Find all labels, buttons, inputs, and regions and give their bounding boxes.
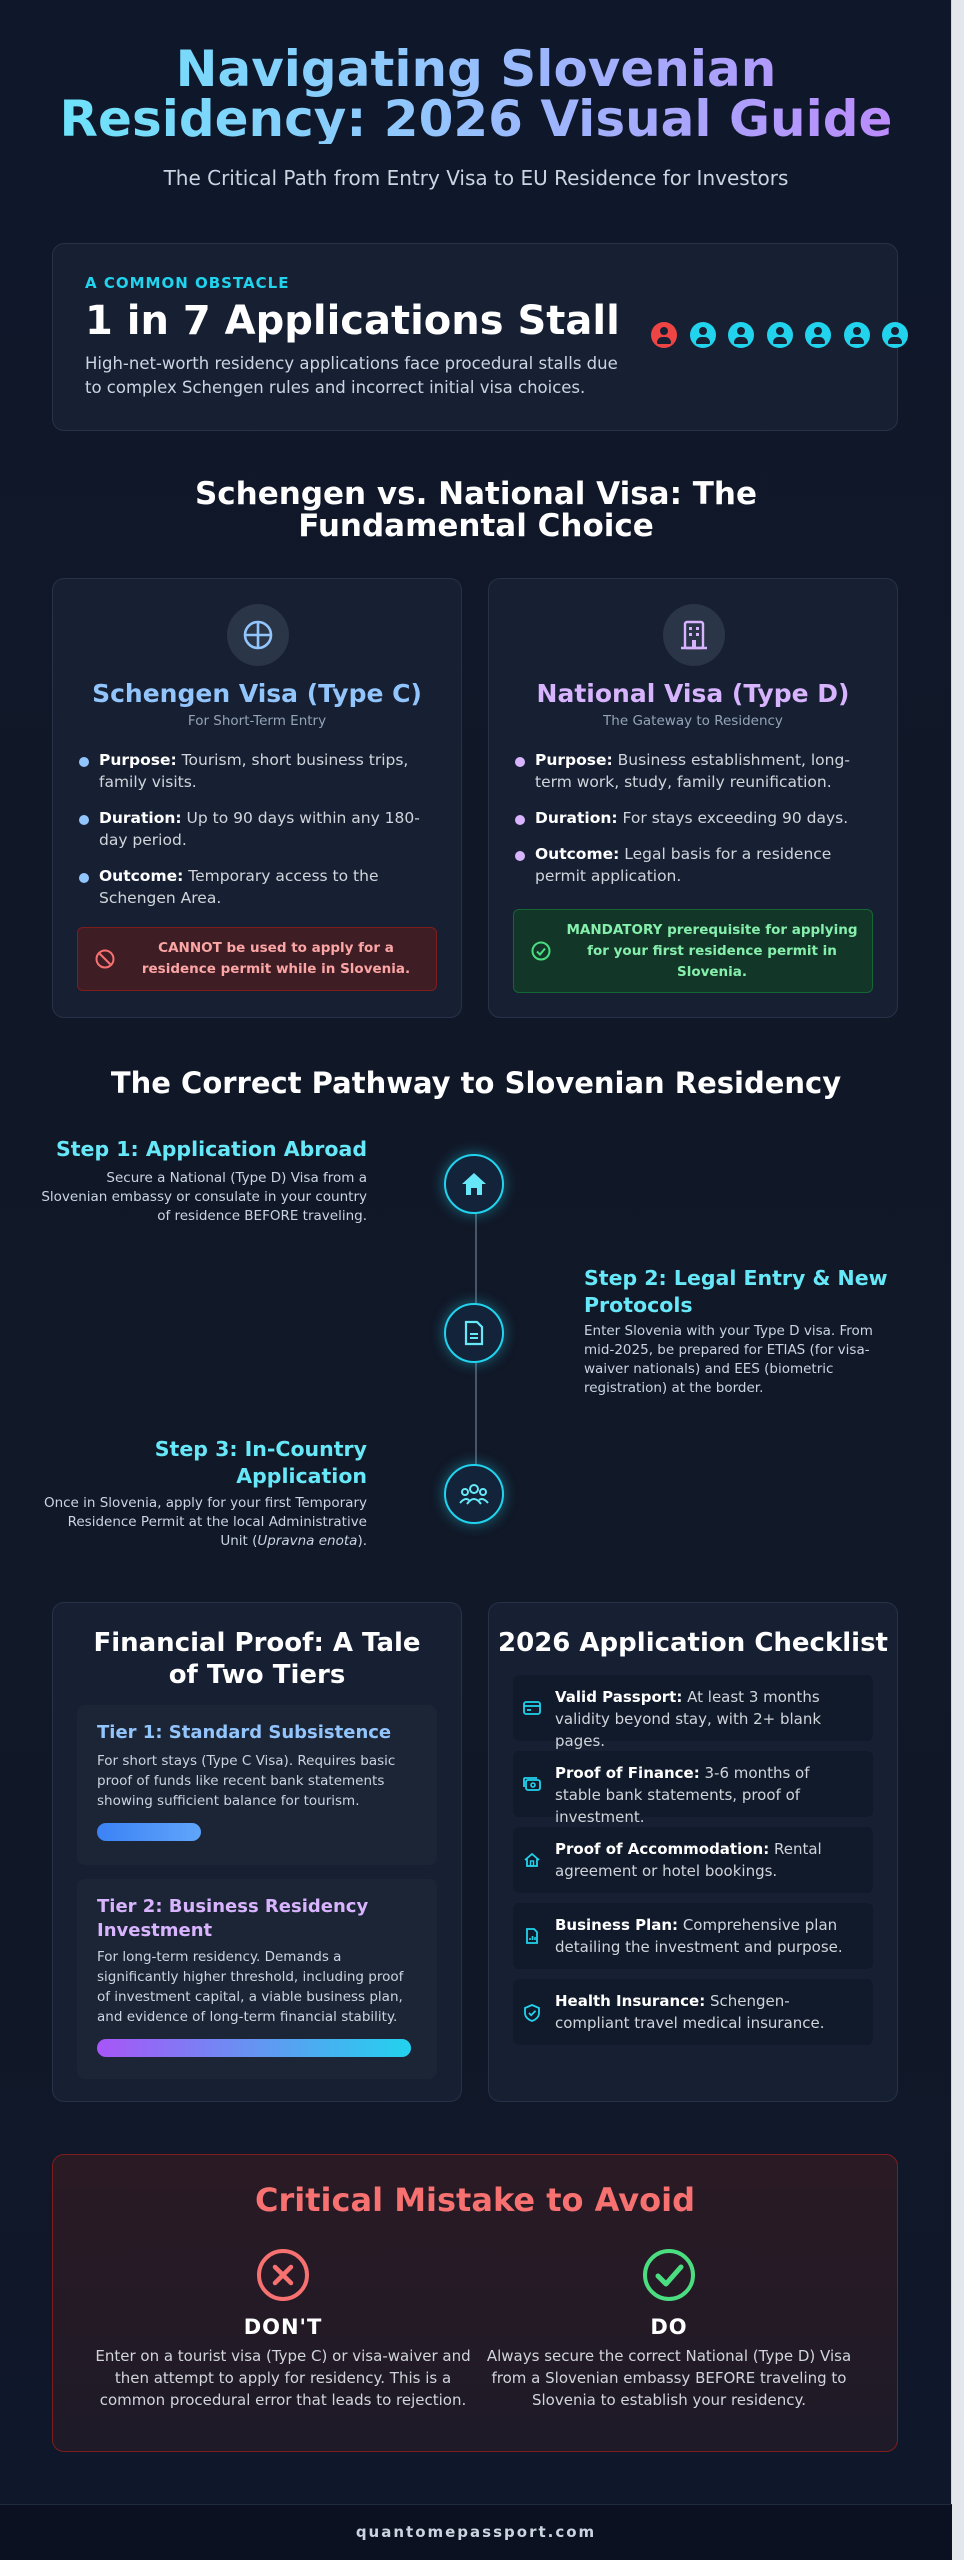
schengen-visa-card: Schengen Visa (Type C) For Short-Term En…	[52, 578, 462, 1018]
national-purpose: Purpose: Business establishment, long-te…	[515, 749, 871, 793]
finance-heading: Financial Proof: A Tale of Two Tiers	[93, 1628, 421, 1690]
checklist-text-accommodation: Proof of Accommodation: Rental agreement…	[555, 1840, 822, 1880]
critical-mistake-panel: Critical Mistake to Avoid DON'T Enter on…	[52, 2154, 898, 2452]
dont-column: DON'T Enter on a tourist visa (Type C) o…	[93, 2247, 473, 2411]
step-1-home-icon	[444, 1154, 504, 1214]
checklist-text-passport: Valid Passport: At least 3 months validi…	[555, 1688, 822, 1750]
pathway-heading: The Correct Pathway to Slovenian Residen…	[110, 1066, 842, 1100]
mistake-heading: Critical Mistake to Avoid	[255, 2181, 695, 2219]
footer: quantomepassport.com	[0, 2504, 952, 2560]
national-details: Purpose: Business establishment, long-te…	[515, 749, 871, 901]
dont-text: Enter on a tourist visa (Type C) or visa…	[95, 2347, 471, 2409]
step-3-group-icon	[444, 1464, 504, 1524]
page-subtitle: The Critical Path from Entry Visa to EU …	[163, 166, 789, 190]
do-label: DO	[650, 2315, 688, 2339]
tier-1-title: Tier 1: Standard Subsistence	[97, 1722, 392, 1743]
schengen-outcome: Outcome: Temporary access to the Schenge…	[79, 865, 435, 909]
stalled-applicant-icon	[651, 322, 677, 348]
tier-2-description: For long-term residency. Demands a signi…	[97, 1949, 404, 2025]
step-3-description: Once in Slovenia, apply for your first T…	[43, 1495, 367, 1549]
schengen-warning-text: CANNOT be used to apply for a residence …	[141, 940, 411, 977]
money-icon	[523, 1776, 541, 1796]
applicant-icon	[766, 322, 793, 348]
applicant-icon	[805, 322, 831, 348]
check-circle-icon	[530, 940, 552, 966]
step-3-title: Step 3: In-Country Application	[154, 1437, 367, 1488]
tier-1-description: For short stays (Type C Visa). Requires …	[97, 1753, 396, 1809]
obstacle-description: High-net-worth residency applications fa…	[85, 354, 618, 397]
visa-section-heading: Schengen vs. National Visa: The Fundamen…	[194, 476, 758, 544]
checklist-heading: 2026 Application Checklist	[498, 1628, 888, 1658]
x-circle-icon	[255, 2247, 311, 2303]
obstacle-stat: 1 in 7 Applications Stall	[85, 298, 620, 344]
do-text: Always secure the correct National (Type…	[486, 2347, 852, 2409]
obstacle-card: A COMMON OBSTACLE 1 in 7 Applications St…	[52, 243, 908, 431]
applicant-icon	[882, 322, 908, 348]
checklist-item-finance: Proof of Finance: 3-6 months of stable b…	[513, 1751, 873, 1826]
dont-label: DON'T	[243, 2315, 323, 2339]
checklist-item-business-plan: Business Plan: Comprehensive plan detail…	[513, 1903, 873, 1969]
national-requirement-text: MANDATORY prerequisite for applying for …	[566, 921, 858, 980]
national-outcome: Outcome: Legal basis for a residence per…	[515, 843, 871, 887]
tier-1-level-bar	[97, 1823, 201, 1841]
tier-2-panel: Tier 2: Business Residency Investment Fo…	[77, 1879, 437, 2079]
national-subtitle: The Gateway to Residency	[603, 713, 783, 729]
tier-1-panel: Tier 1: Standard Subsistence For short s…	[77, 1705, 437, 1865]
tier-2-title: Tier 2: Business Residency Investment	[97, 1896, 369, 1941]
checklist-text-health-insurance: Health Insurance: Schengen-compliant tra…	[555, 1992, 825, 2032]
checklist-text-finance: Proof of Finance: 3-6 months of stable b…	[555, 1764, 810, 1826]
applicant-icon	[689, 322, 716, 348]
schengen-subtitle: For Short-Term Entry	[187, 713, 327, 729]
check-circle-icon	[641, 2247, 697, 2303]
obstacle-eyebrow: A COMMON OBSTACLE	[85, 274, 290, 292]
shield-check-icon	[523, 2004, 541, 2026]
checklist-text-business-plan: Business Plan: Comprehensive plan detail…	[555, 1916, 843, 1956]
step-1-description: Secure a National (Type D) Visa from a S…	[41, 1170, 367, 1224]
prohibited-icon	[94, 948, 116, 974]
financial-proof-card: Financial Proof: A Tale of Two Tiers Tie…	[52, 1602, 462, 2102]
step-2-title: Step 2: Legal Entry & New Protocols	[584, 1266, 888, 1317]
page-title: Navigating Slovenian Residency: 2026 Vis…	[0, 44, 952, 144]
step-2-description: Enter Slovenia with your Type D visa. Fr…	[584, 1323, 873, 1396]
schengen-duration: Duration: Up to 90 days within any 180-d…	[79, 807, 435, 851]
schengen-details: Purpose: Tourism, short business trips, …	[79, 749, 435, 923]
card-icon	[523, 1700, 541, 1720]
building-icon	[663, 604, 725, 666]
checklist-item-accommodation: Proof of Accommodation: Rental agreement…	[513, 1827, 873, 1893]
national-requirement-alert: MANDATORY prerequisite for applying for …	[513, 909, 873, 993]
applicant-icon	[843, 322, 870, 348]
step-2-document-icon	[444, 1303, 504, 1363]
tier-2-level-bar	[97, 2039, 411, 2057]
title-line-2: Residency: 2026 Visual Guide	[59, 90, 893, 148]
footer-site-link[interactable]: quantomepassport.com	[355, 2523, 597, 2541]
report-icon	[523, 1928, 541, 1948]
home-icon	[523, 1852, 541, 1872]
crosshair-globe-icon	[227, 604, 289, 666]
step-1-title: Step 1: Application Abroad	[55, 1137, 367, 1161]
national-duration: Duration: For stays exceeding 90 days.	[515, 807, 871, 829]
applicant-icon	[728, 322, 754, 348]
do-column: DO Always secure the correct National (T…	[479, 2247, 859, 2411]
checklist-card: 2026 Application Checklist Valid Passpor…	[488, 1602, 898, 2102]
people-icon-row	[651, 322, 908, 348]
national-title: National Visa (Type D)	[536, 679, 850, 708]
checklist-item-health-insurance: Health Insurance: Schengen-compliant tra…	[513, 1979, 873, 2045]
schengen-title: Schengen Visa (Type C)	[92, 679, 422, 708]
checklist-item-passport: Valid Passport: At least 3 months validi…	[513, 1675, 873, 1750]
national-visa-card: National Visa (Type D) The Gateway to Re…	[488, 578, 898, 1018]
schengen-purpose: Purpose: Tourism, short business trips, …	[79, 749, 435, 793]
schengen-warning-alert: CANNOT be used to apply for a residence …	[77, 927, 437, 991]
